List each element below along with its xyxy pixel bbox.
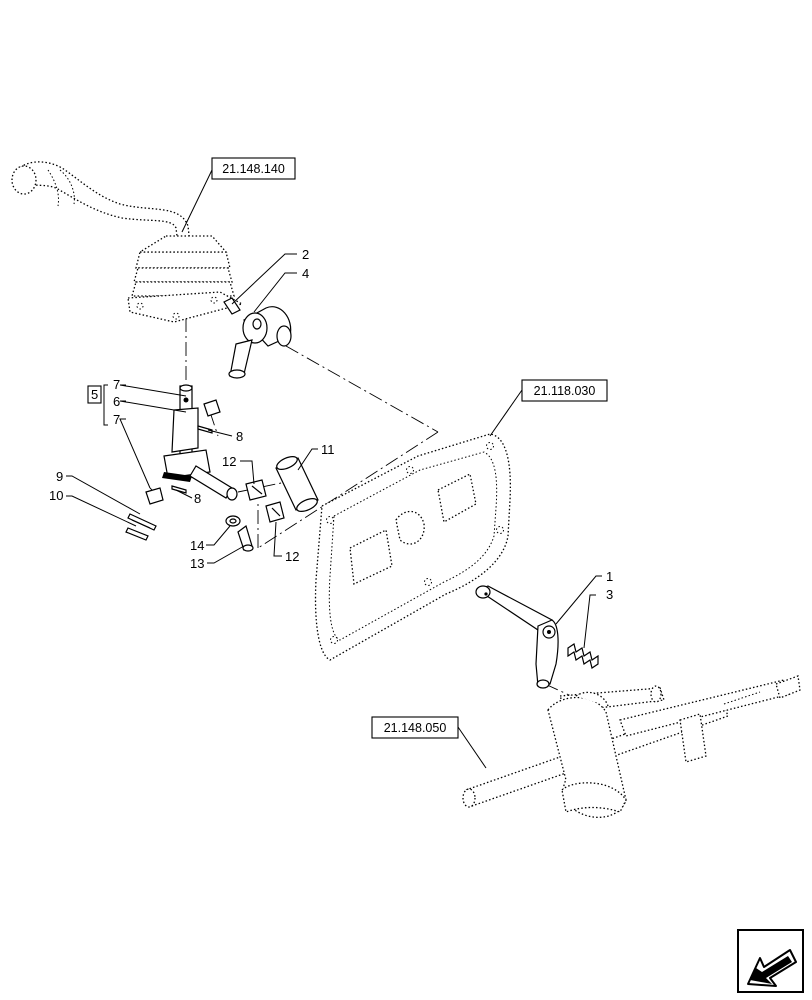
selector-shaft-part-6 <box>162 384 238 501</box>
callout-1: 1 <box>606 569 613 584</box>
callout-7-bottom: 7 <box>113 412 120 427</box>
selector-rails-ghost <box>462 675 801 818</box>
callout-labels: 2 4 5 7 6 7 8 8 9 10 11 12 12 14 13 1 3 <box>49 247 613 602</box>
callout-7-top: 7 <box>113 377 120 392</box>
housing-cover-ghost <box>314 433 512 661</box>
pin-part-9-10 <box>125 513 157 541</box>
callout-12-upper: 12 <box>222 454 236 469</box>
callout-11: 11 <box>321 442 335 457</box>
callout-5: 5 <box>91 387 98 402</box>
clevis-part-4 <box>223 297 292 379</box>
shaft-part-11 <box>275 456 319 512</box>
reference-box-c[interactable]: 21.148.050 <box>371 716 459 739</box>
svg-text:21.148.050: 21.148.050 <box>384 721 447 735</box>
svg-text:21.118.030: 21.118.030 <box>534 384 596 398</box>
callout-6: 6 <box>113 394 120 409</box>
svg-text:21.148.140: 21.148.140 <box>222 162 285 176</box>
callout-14: 14 <box>190 538 204 553</box>
callout-13: 13 <box>190 556 204 571</box>
callout-12-lower: 12 <box>285 549 299 564</box>
spring-part-3 <box>567 643 599 669</box>
callout-8-lower: 8 <box>194 491 201 506</box>
shift-lever-ghost <box>11 161 244 323</box>
callout-10: 10 <box>49 488 63 503</box>
lever-shaft-part-1 <box>475 585 559 689</box>
callout-3: 3 <box>606 587 613 602</box>
callout-8-upper: 8 <box>236 429 243 444</box>
reference-box-a[interactable]: 21.148.140 <box>211 157 296 180</box>
fitting-part-13-14 <box>225 515 254 552</box>
reference-box-b[interactable]: 21.118.030 <box>521 379 608 402</box>
plug-part-12 <box>245 479 285 523</box>
leader-lines <box>66 169 602 769</box>
callout-9: 9 <box>56 469 63 484</box>
callout-2: 2 <box>302 247 309 262</box>
ring-part-8 <box>171 425 213 494</box>
callout-4: 4 <box>302 266 309 281</box>
group-box-5 <box>87 385 102 404</box>
arrow-down-left-icon[interactable] <box>737 929 804 993</box>
bush-part-7 <box>145 399 221 505</box>
